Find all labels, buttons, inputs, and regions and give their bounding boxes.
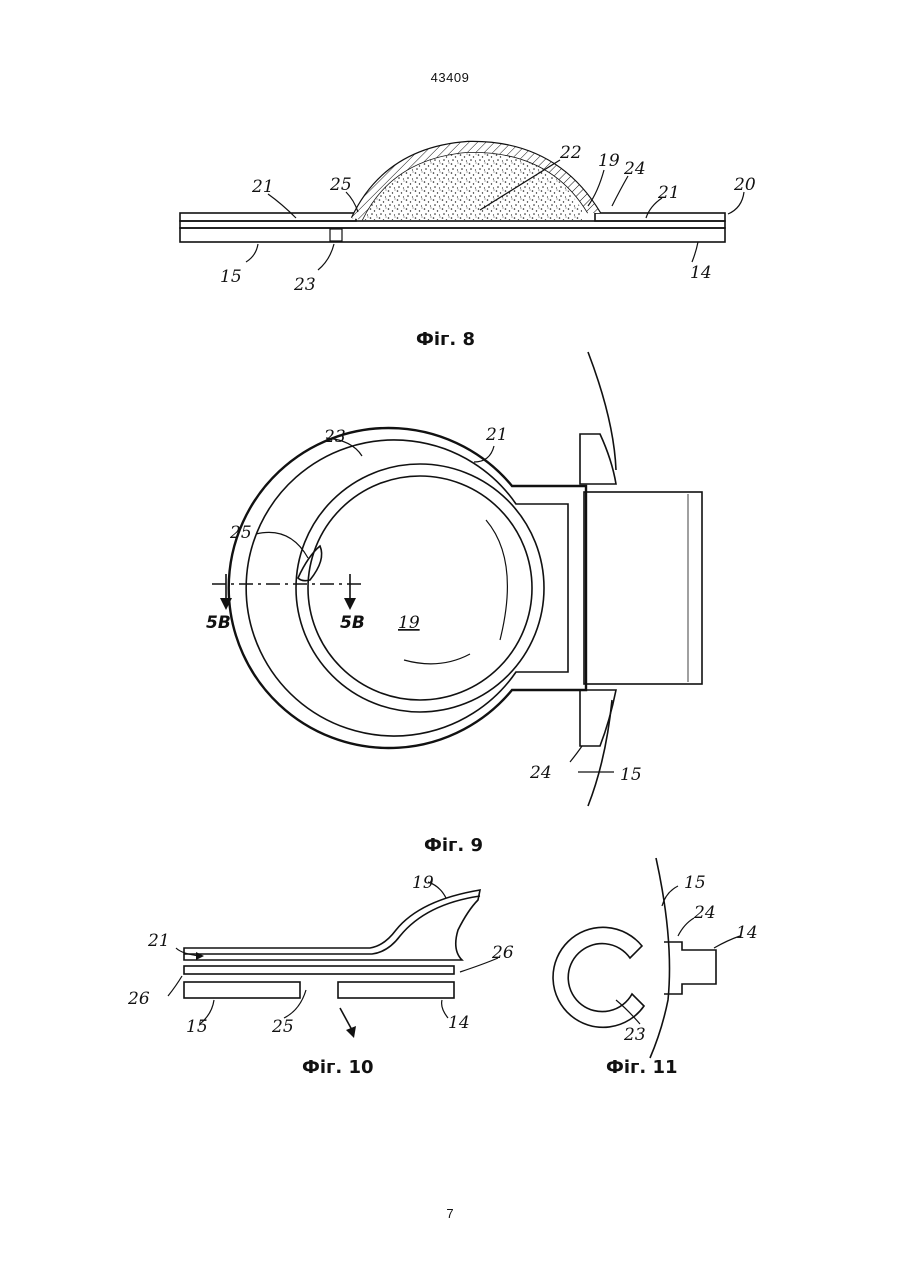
leader-24 [570,746,582,762]
leader-24 [678,918,694,936]
body-contour-bottom [588,700,612,806]
ref-label: 15 [220,267,242,287]
bottom-layer-15-right [338,982,454,998]
opening-23 [330,229,342,241]
figure-11: 15 24 14 23 [553,858,758,1058]
ref-label: 15 [620,765,642,785]
ref-label: 23 [293,275,316,295]
ref-label: 23 [623,1025,646,1045]
leader-26-left [168,976,182,996]
leader-23 [318,244,334,270]
leader-24 [612,176,628,206]
dome-reflection [404,654,470,664]
top-layer-inner-line [184,896,480,954]
ref-label: 21 [657,183,680,203]
ref-label: 24 [693,903,716,923]
middle-layer-14 [184,966,454,974]
ref-label: 26 [127,989,150,1009]
leader-15 [246,244,258,262]
dome-19 [308,476,532,700]
figure-9: 23 21 25 5B 5B 19 24 15 [206,352,702,806]
leader-14 [692,242,698,262]
ref-label: 25 [329,175,352,195]
leader-20 [728,192,744,214]
ref-label: 26 [491,943,514,963]
caption-fig-11: Фіг. 11 [606,1057,678,1078]
ref-label: 19 [412,873,434,893]
page-number-bottom: 7 [0,1206,900,1221]
ref-label: 24 [529,763,552,783]
arrow-head-right [344,598,356,610]
body-contour-top [588,352,616,470]
ref-label: 5B [206,613,231,633]
bottom-layer-15-left [184,982,300,998]
stem-24-14 [664,942,716,994]
ref-label: 21 [251,177,274,197]
plug-block [584,492,702,684]
leader-21a [268,194,296,218]
dome-highlight [486,520,507,640]
layer-15 [180,228,725,242]
figure-8: 21 25 22 19 24 21 20 15 23 14 [180,142,756,295]
ref-label: 14 [690,263,712,283]
layer-14 [180,221,725,228]
ref-label: 22 [559,143,582,163]
ring-23 [553,927,644,1027]
ref-label: 5B [340,613,365,633]
layer-21-left [180,213,356,221]
top-layer-21 [184,890,480,960]
caption-fig-9: Фіг. 9 [424,835,483,856]
figure-10: 19 21 26 26 15 25 14 [127,873,514,1038]
ref-label: 19 [598,151,620,171]
housing-cavity [246,440,568,736]
ref-label: 24 [623,159,646,179]
ref-label: 25 [229,523,252,543]
flow-arrow [340,1008,352,1030]
ref-label: 14 [736,923,758,943]
ref-label: 21 [147,931,170,951]
ref-label: 25 [271,1017,294,1037]
ref-label: 14 [448,1013,470,1033]
ref-label: 20 [733,175,756,195]
ref-label: 23 [323,427,346,447]
ref-label: 15 [186,1017,208,1037]
ref-label: 19 [398,613,420,633]
layer-21-right [595,213,725,221]
flange-top-24 [580,434,616,484]
caption-fig-10: Фіг. 10 [302,1057,374,1078]
body-contour-15 [650,858,670,1058]
ref-label: 21 [485,425,508,445]
leader-25 [284,990,306,1018]
caption-fig-8: Фіг. 8 [416,329,475,350]
ref-label: 15 [684,873,706,893]
